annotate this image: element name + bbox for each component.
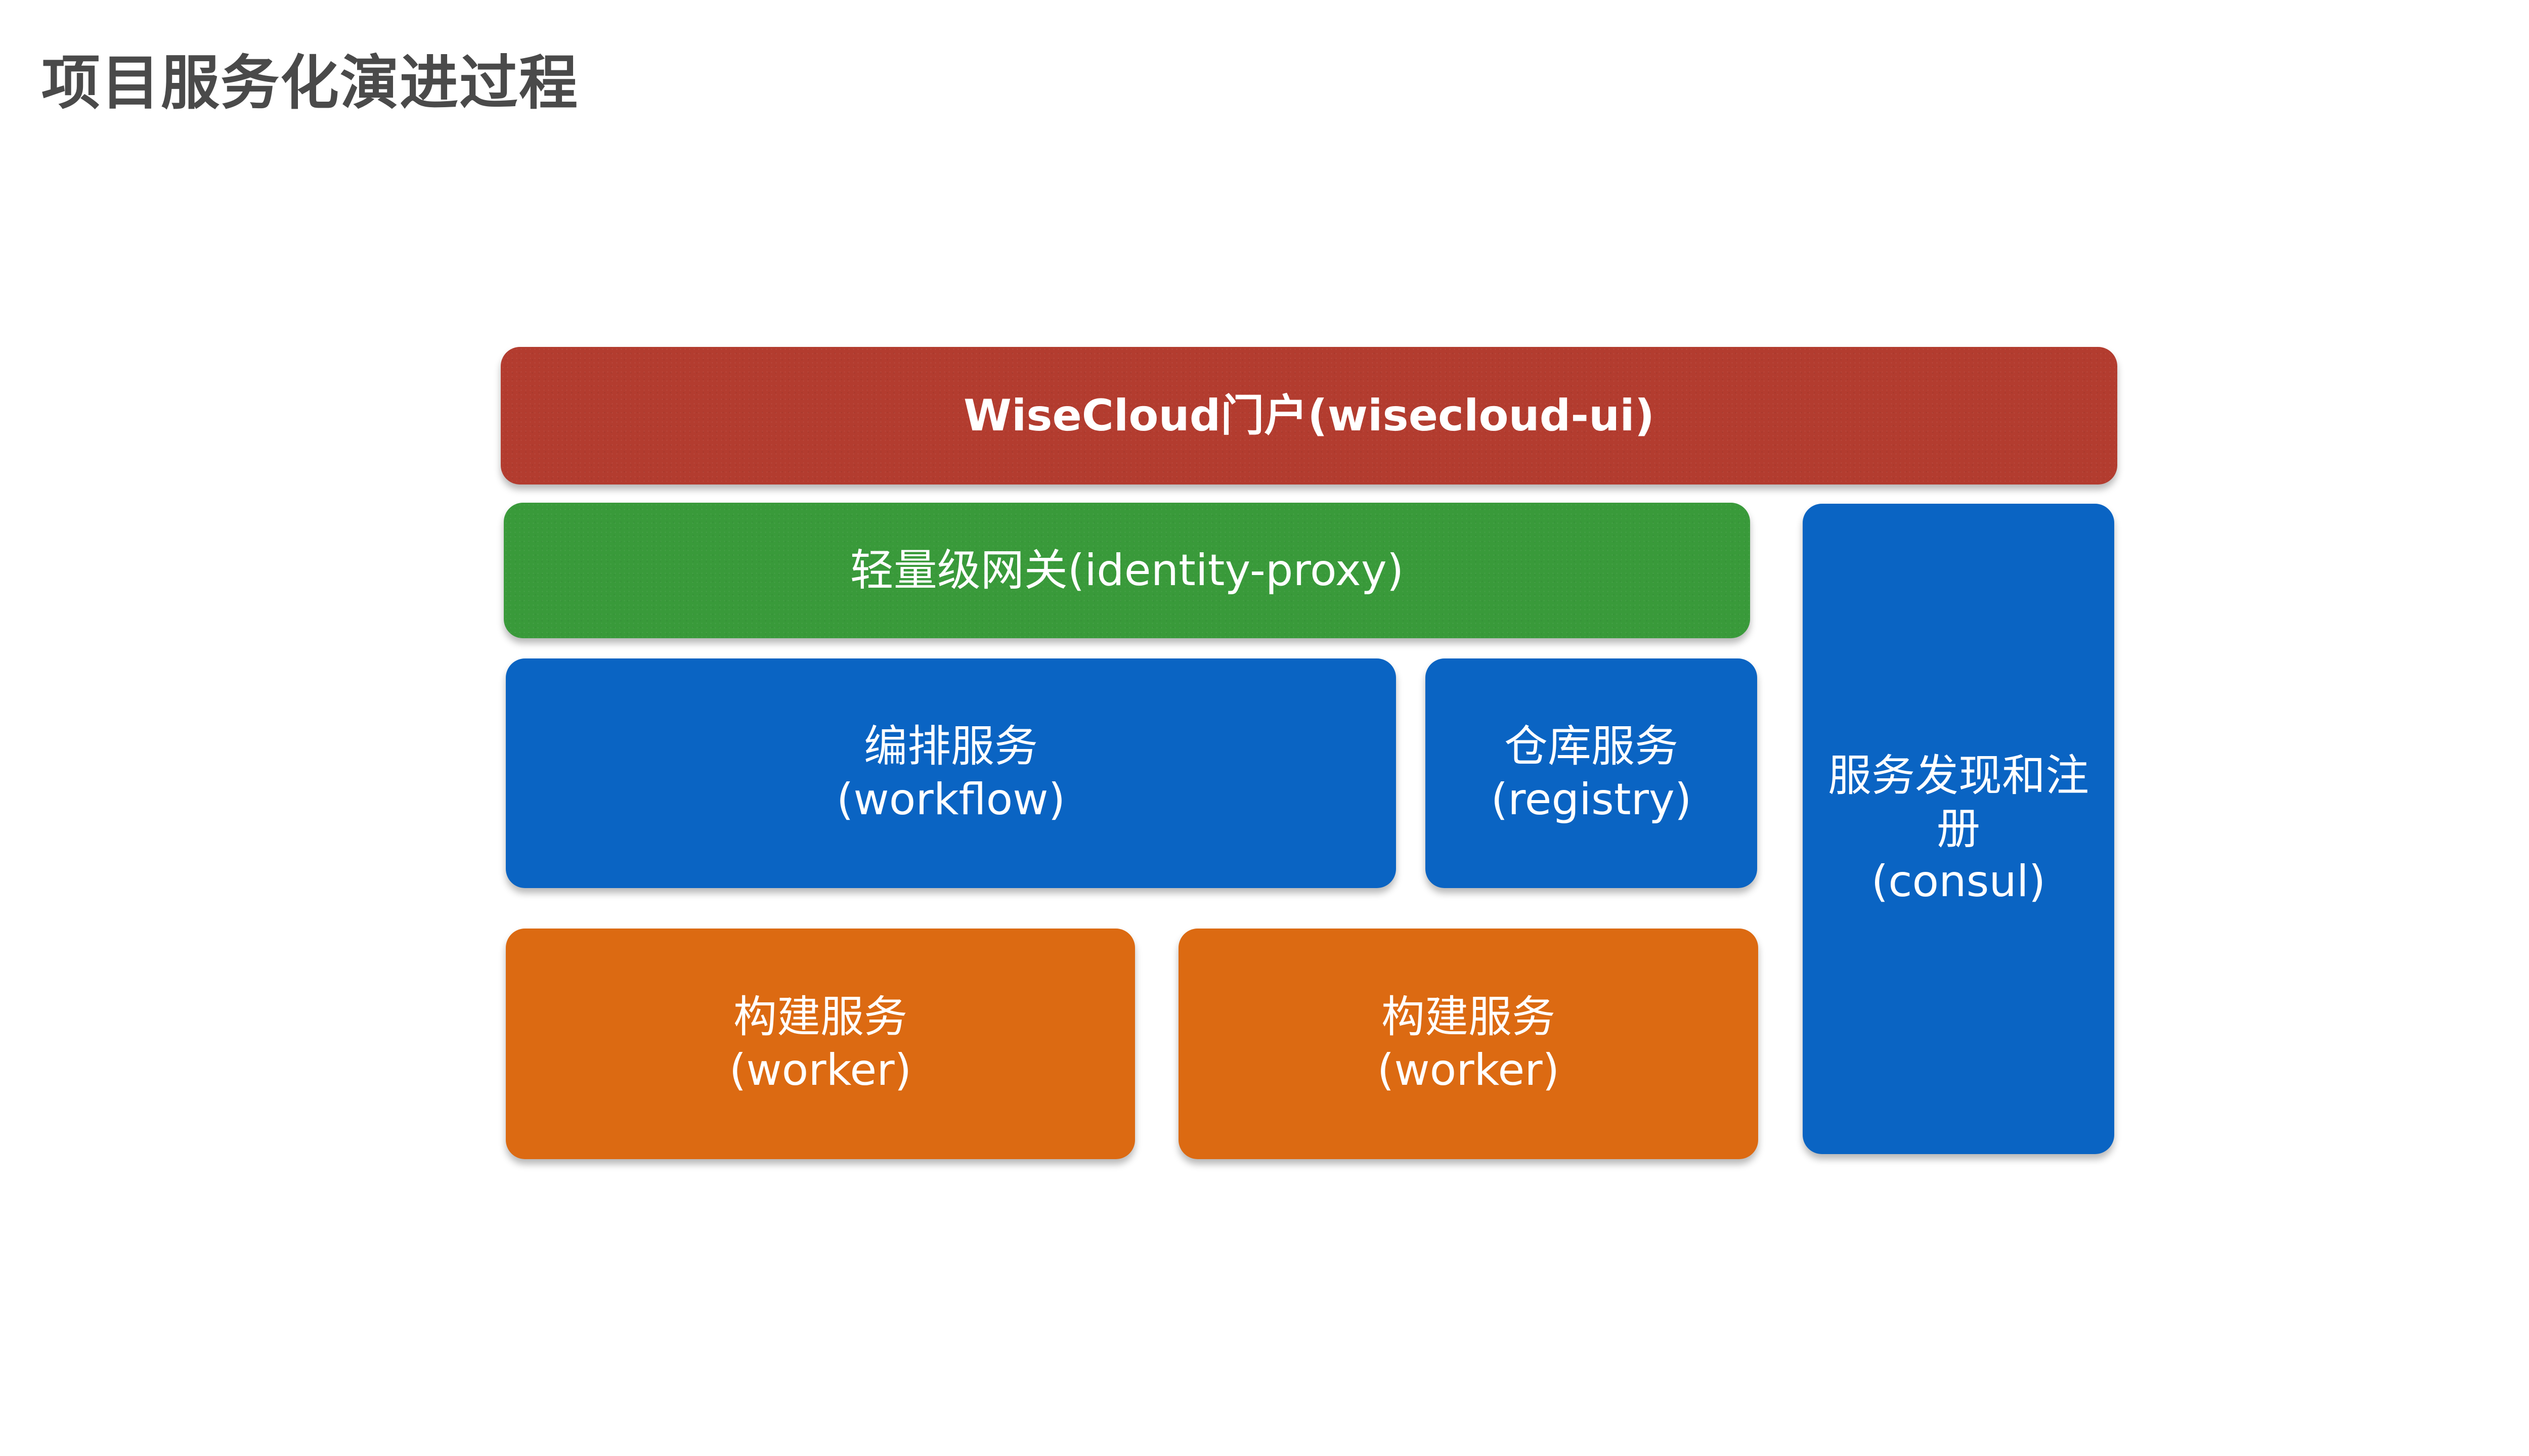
registry-service-code: (registry) [1491, 774, 1692, 825]
build-service-name: 构建服务 [733, 992, 907, 1043]
slide-title: 项目服务化演进过程 [41, 49, 579, 117]
build-service-code: (worker) [1377, 1045, 1560, 1095]
registry-service-name: 仓库服务 [1504, 721, 1678, 772]
service-discovery-name-line2: 册 [1937, 803, 1980, 854]
build-service-name: 构建服务 [1381, 992, 1555, 1043]
gateway-label: 轻量级网关(identity-proxy) [850, 545, 1404, 596]
workflow-service-code: (workflow) [836, 774, 1066, 825]
workflow-service-name: 编排服务 [864, 721, 1038, 772]
portal-block: WiseCloud门户(wisecloud-ui) [501, 347, 2117, 484]
build-service-block-1: 构建服务 (worker) [506, 929, 1135, 1159]
workflow-service-block: 编排服务 (workflow) [506, 658, 1396, 888]
gateway-block: 轻量级网关(identity-proxy) [504, 503, 1750, 638]
service-discovery-block: 服务发现和注 册 (consul) [1803, 504, 2114, 1154]
registry-service-block: 仓库服务 (registry) [1425, 658, 1757, 888]
portal-label: WiseCloud门户(wisecloud-ui) [963, 390, 1655, 441]
service-discovery-code: (consul) [1871, 856, 2046, 907]
build-service-code: (worker) [729, 1045, 912, 1095]
service-discovery-name-line1: 服务发现和注 [1828, 750, 2089, 801]
build-service-block-2: 构建服务 (worker) [1179, 929, 1758, 1159]
